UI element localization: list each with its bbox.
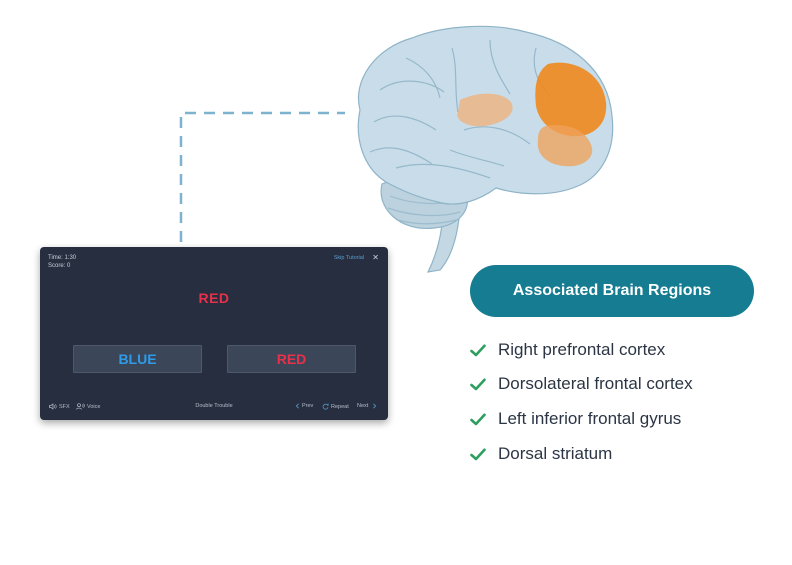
sfx-toggle[interactable]: SFX: [49, 403, 70, 410]
region-item: Left inferior frontal gyrus: [470, 409, 681, 429]
sfx-label: SFX: [59, 403, 70, 410]
next-label: Next: [357, 403, 369, 409]
skip-tutorial-link[interactable]: Skip Tutorial: [333, 255, 364, 261]
region-label: Dorsal striatum: [498, 444, 613, 463]
checkmark-icon: [470, 448, 486, 460]
brain-illustration: [357, 25, 614, 273]
answer-button-blue[interactable]: BLUE: [73, 345, 202, 373]
answer-label: RED: [276, 351, 307, 367]
repeat-button[interactable]: Repeat: [322, 403, 349, 410]
chevron-right-icon: [373, 403, 377, 409]
speaker-icon: [49, 403, 57, 410]
repeat-icon: [322, 403, 329, 410]
voice-label: Voice: [87, 403, 101, 410]
prev-label: Prev: [302, 403, 314, 409]
voice-toggle[interactable]: Voice: [76, 403, 100, 410]
region-label: Right prefrontal cortex: [498, 340, 666, 359]
region-item: Right prefrontal cortex: [470, 340, 665, 360]
region-label: Dorsolateral frontal cortex: [498, 374, 693, 393]
answer-button-red[interactable]: RED: [227, 345, 356, 373]
regions-title-badge: Associated Brain Regions: [470, 265, 754, 317]
checkmark-icon: [470, 344, 486, 356]
repeat-label: Repeat: [331, 403, 349, 410]
voice-icon: [76, 403, 85, 410]
next-button[interactable]: Next: [357, 403, 377, 409]
chevron-left-icon: [295, 403, 299, 409]
checkmark-icon: [470, 413, 486, 425]
close-icon[interactable]: ✕: [372, 253, 379, 262]
stats-panel: Time: 1:30 Score: 0: [48, 254, 76, 270]
checkmark-icon: [470, 378, 486, 390]
region-label: Left inferior frontal gyrus: [498, 409, 682, 428]
game-window: Time: 1:30 Score: 0 Skip Tutorial ✕ RED …: [40, 247, 388, 420]
game-footer: SFX Voice Double Trouble Prev Repeat: [40, 403, 388, 413]
regions-title: Associated Brain Regions: [512, 282, 712, 299]
region-item: Dorsolateral frontal cortex: [470, 374, 693, 394]
time-label: Time: 1:30: [48, 255, 77, 261]
stimulus-word: RED: [198, 290, 230, 306]
region-item: Dorsal striatum: [470, 444, 612, 464]
score-label: Score: 0: [48, 263, 71, 269]
prev-button[interactable]: Prev: [295, 403, 313, 409]
answer-label: BLUE: [118, 351, 157, 367]
game-mode-label: Double Trouble: [195, 403, 233, 409]
